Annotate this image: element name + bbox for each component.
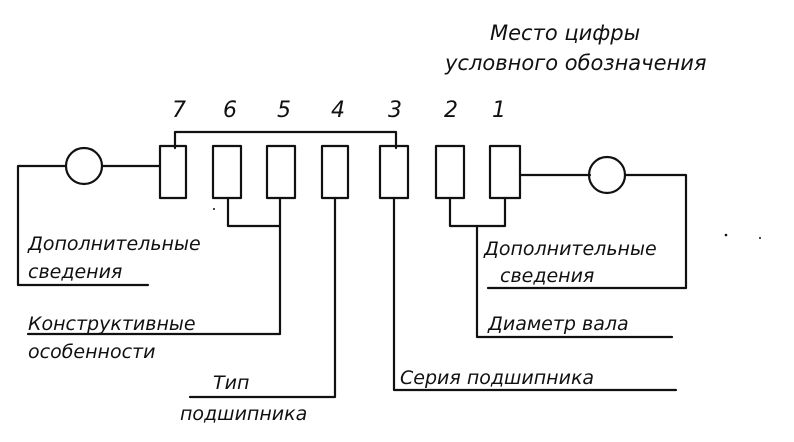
design-label-2: особенности (28, 341, 155, 363)
right-extra-leader (486, 173, 688, 290)
position-box-7 (158, 144, 188, 200)
digit-3: 3 (388, 98, 402, 123)
scan-speck (213, 208, 215, 210)
position-box-6 (211, 144, 243, 200)
digit-2: 2 (444, 98, 458, 123)
digit-5: 5 (277, 98, 291, 123)
scan-speck (759, 237, 761, 239)
right-circle (587, 155, 627, 195)
left-circle (64, 146, 104, 186)
diameter-leader (475, 224, 674, 339)
left-extra-leader (16, 164, 150, 287)
scan-speck (724, 233, 728, 237)
design-bracket (226, 196, 282, 228)
type-leader (188, 196, 337, 399)
digit-7: 7 (172, 98, 186, 123)
title-line-2: условного обозначения (444, 51, 707, 75)
left-extra-label-1: Дополнительные (27, 233, 201, 255)
right-extra-label-2: сведения (500, 265, 594, 287)
left-extra-label-2: сведения (28, 261, 122, 283)
position-box-4 (320, 144, 350, 200)
diameter-bracket (448, 196, 507, 228)
series-label: Серия подшипника (400, 367, 594, 389)
position-box-1 (488, 144, 522, 200)
digit-1: 1 (492, 98, 506, 123)
right-extra-label-1: Дополнительные (483, 238, 657, 260)
diameter-label: Диаметр вала (487, 313, 629, 335)
series-leader (392, 196, 678, 392)
top-bracket (173, 130, 398, 150)
position-box-5 (265, 144, 297, 200)
type-label-1: Тип (213, 372, 249, 394)
digit-6: 6 (223, 98, 237, 123)
position-box-2 (434, 144, 466, 200)
position-box-3 (378, 144, 410, 200)
design-leader (26, 224, 282, 336)
design-label-1: Конструктивные (28, 313, 196, 335)
title-line-1: Место цифры (490, 21, 640, 45)
type-label-2: подшипника (180, 403, 307, 425)
digit-4: 4 (331, 98, 345, 123)
